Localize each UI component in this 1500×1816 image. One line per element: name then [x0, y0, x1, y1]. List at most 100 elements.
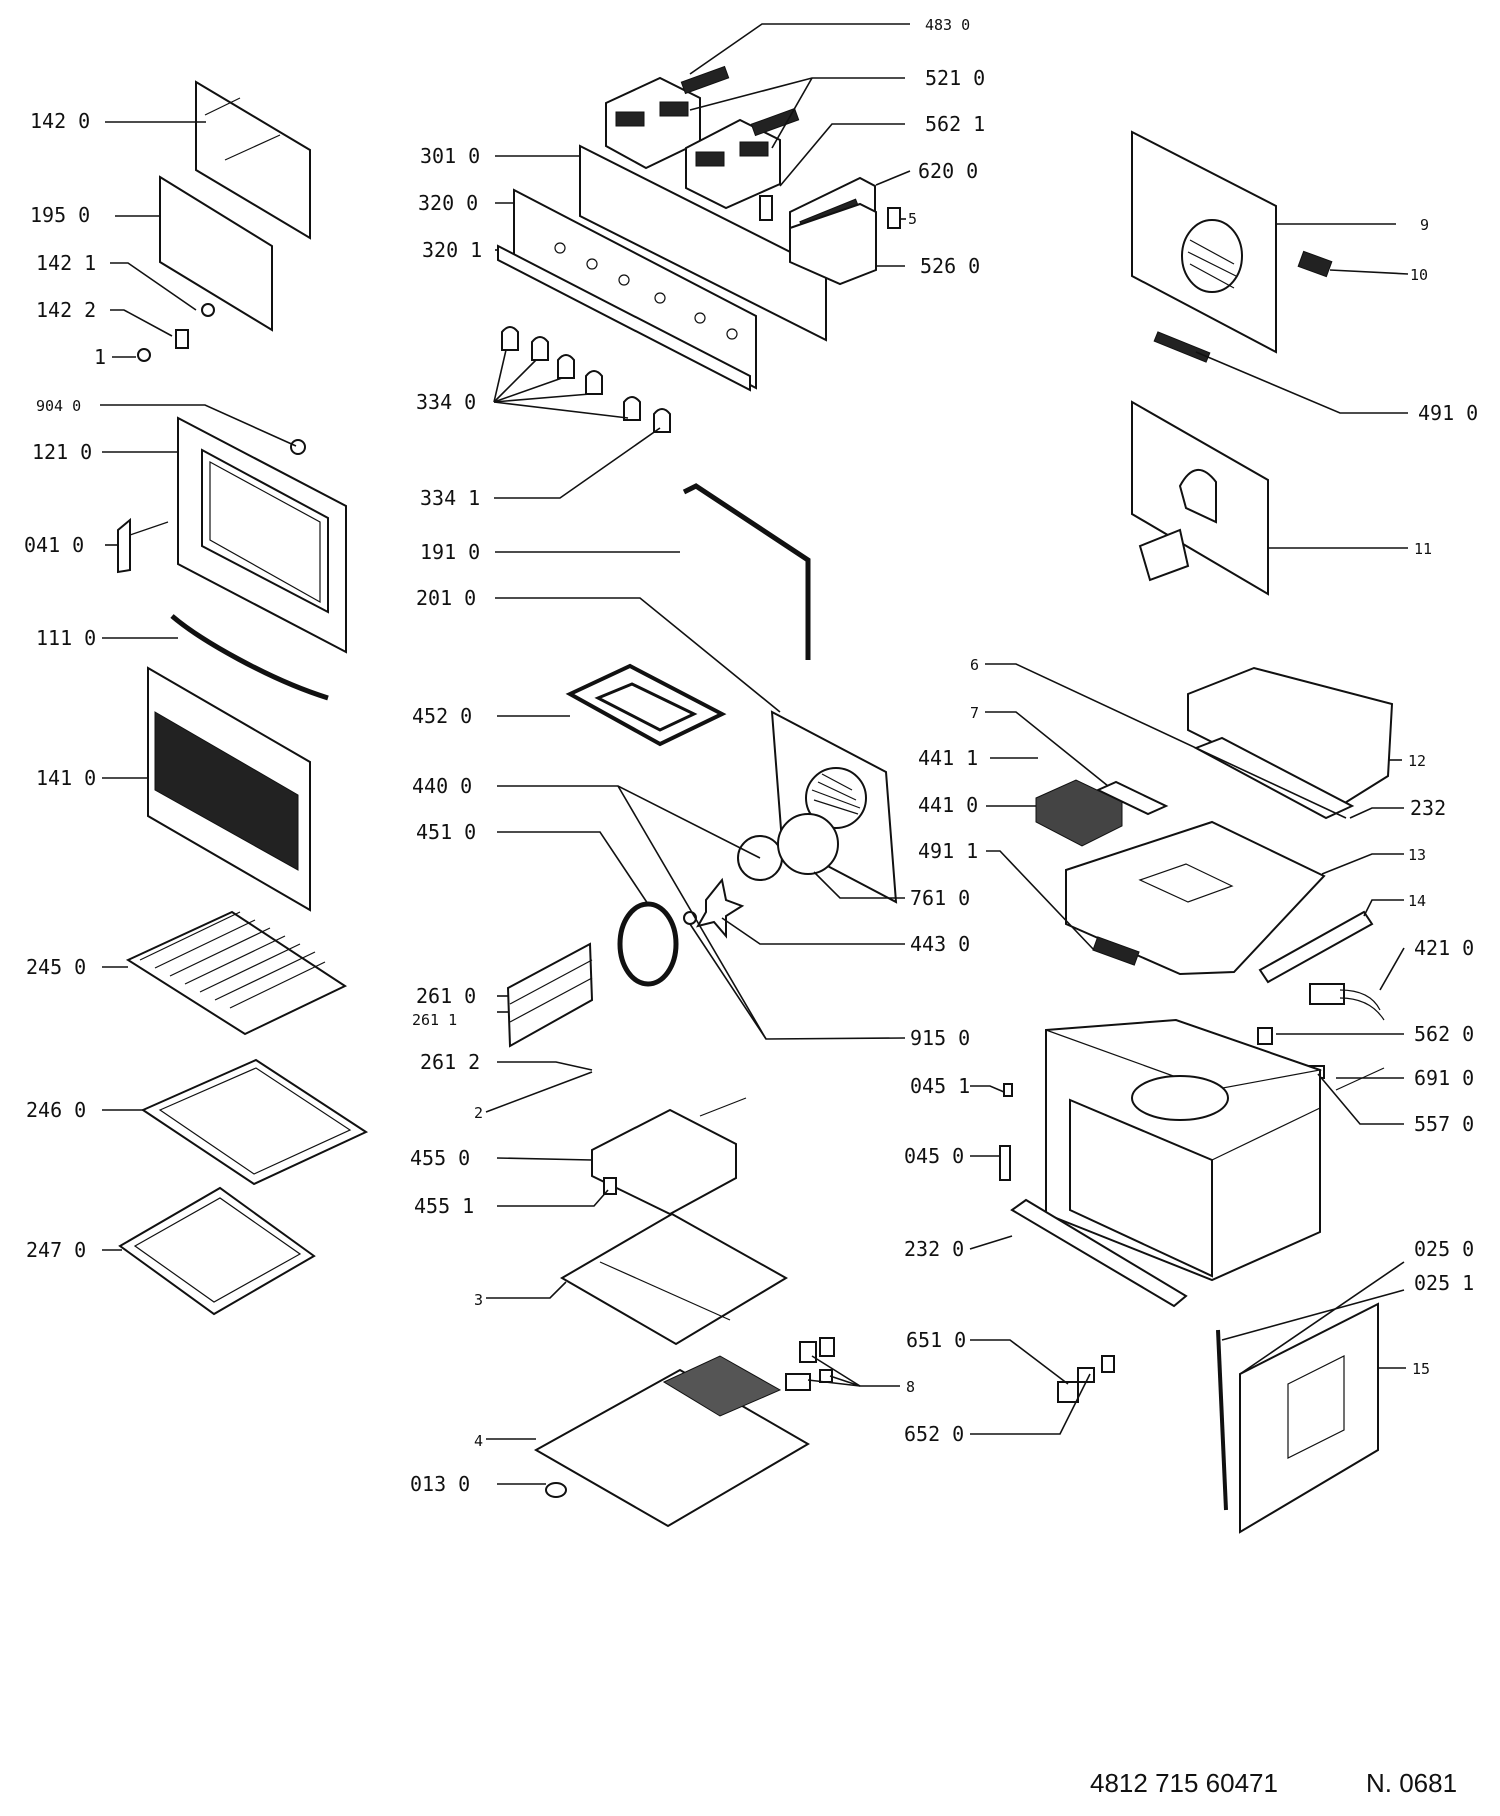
- label-320-0: 320 0: [418, 191, 478, 215]
- label-455-1: 455 1: [414, 1194, 474, 1218]
- label-761-0: 761 0: [910, 886, 970, 910]
- rear-motor-bracket: [1131, 400, 1269, 596]
- label-491-1: 491 1: [918, 839, 978, 863]
- label-025-1: 025 1: [1414, 1271, 1474, 1295]
- oven-cavity: [1045, 1018, 1323, 1282]
- control-panel-back: [579, 144, 827, 342]
- label-142-2: 142 2: [36, 298, 96, 322]
- label-045-0: 045 0: [904, 1144, 964, 1168]
- label-13: 13: [1408, 846, 1426, 864]
- hinge-brackets: [785, 1337, 835, 1391]
- side-strip: [1258, 910, 1374, 984]
- door-frame: [177, 416, 347, 654]
- oven-base: [533, 1355, 810, 1528]
- rear-connector: [1297, 250, 1333, 278]
- bottom-cover: [560, 1212, 788, 1346]
- label-562-0: 562 0: [1414, 1022, 1474, 1046]
- label-301-0: 301 0: [420, 144, 480, 168]
- label-261-0: 261 0: [416, 984, 476, 1008]
- label-247-0: 247 0: [26, 1238, 86, 1262]
- label-191-0: 191 0: [420, 540, 480, 564]
- rear-terminal-strip: [1153, 331, 1211, 363]
- label-904-0: 904 0: [36, 397, 81, 415]
- label-11: 11: [1414, 540, 1432, 558]
- label-557-0: 557 0: [1414, 1112, 1474, 1136]
- label-443-0: 443 0: [910, 932, 970, 956]
- label-201-0: 201 0: [416, 586, 476, 610]
- label-111-0: 111 0: [36, 626, 96, 650]
- top-cover: [1187, 666, 1394, 808]
- terminal-small: [1092, 936, 1140, 966]
- label-8: 8: [906, 1378, 915, 1396]
- label-245-0: 245 0: [26, 955, 86, 979]
- shelf-guides: [506, 942, 594, 1048]
- label-440-0: 440 0: [412, 774, 472, 798]
- label-320-1: 320 1: [422, 238, 482, 262]
- door-seal-gasket: [682, 483, 811, 660]
- label-441-1: 441 1: [918, 746, 978, 770]
- label-045-1: 045 1: [910, 1074, 970, 1098]
- label-651-0: 651 0: [906, 1328, 966, 1352]
- label-232-0: 232 0: [904, 1237, 964, 1261]
- cavity-side-bracket: [999, 1083, 1013, 1181]
- label-261-2: 261 2: [420, 1050, 480, 1074]
- control-panel-front: [513, 188, 757, 390]
- label-9: 9: [1420, 216, 1429, 234]
- cavity-bottom-rail: [1010, 1198, 1188, 1308]
- circular-element: [617, 901, 697, 987]
- label-15: 15: [1412, 1360, 1430, 1378]
- outer-door-panel: [147, 666, 311, 912]
- label-491-0: 491 0: [1418, 401, 1478, 425]
- inner-glass-panel: [159, 175, 273, 332]
- thermostat: [1309, 983, 1385, 1021]
- label-121-0: 121 0: [32, 440, 92, 464]
- document-number: 4812 715 60471: [1090, 1768, 1278, 1798]
- label-195-0: 195 0: [30, 203, 90, 227]
- label-142-0: 142 0: [30, 109, 90, 133]
- drip-pan: [118, 1186, 316, 1316]
- label-041-0: 041 0: [24, 533, 84, 557]
- label-526-0: 526 0: [920, 254, 980, 278]
- label-521-0: 521 0: [925, 66, 985, 90]
- side-panel: [1216, 1302, 1379, 1534]
- part-labels: 142 0 195 0 142 1 142 2 1 904 0 121 0 04…: [24, 16, 1478, 1496]
- label-7: 7: [970, 704, 979, 722]
- label-691-0: 691 0: [1414, 1066, 1474, 1090]
- label-451-0: 451 0: [416, 820, 476, 844]
- label-261-1: 261 1: [412, 1011, 457, 1029]
- label-455-0: 455 0: [410, 1146, 470, 1170]
- label-483-0: 483 0: [925, 16, 970, 34]
- control-panel-strip: [497, 244, 751, 392]
- switch-module-right: [685, 118, 781, 210]
- label-246-0: 246 0: [26, 1098, 86, 1122]
- insulation-bar: [1095, 780, 1169, 816]
- label-452-0: 452 0: [412, 704, 472, 728]
- label-334-0: 334 0: [416, 390, 476, 414]
- oven-top-plate: [1065, 820, 1326, 976]
- door-handle: [170, 614, 329, 701]
- fan-motor: [737, 813, 839, 881]
- switch-module-left: [605, 76, 701, 170]
- rear-panel: [1131, 130, 1277, 354]
- baking-tray: [140, 1058, 369, 1186]
- label-5: 5: [908, 210, 917, 228]
- label-14: 14: [1408, 892, 1426, 910]
- label-441-0: 441 0: [918, 793, 978, 817]
- control-knobs: [501, 326, 671, 433]
- lower-element: [591, 1097, 747, 1216]
- label-013-0: 013 0: [410, 1472, 470, 1496]
- grill-element: [565, 663, 727, 747]
- label-915-0: 915 0: [910, 1026, 970, 1050]
- label-141-0: 141 0: [36, 766, 96, 790]
- fan-back-panel: [770, 710, 898, 904]
- selector-contacts: [680, 65, 800, 137]
- connector-block: [789, 202, 877, 286]
- page-code: N. 0681: [1366, 1768, 1458, 1798]
- label-334-1: 334 1: [420, 486, 480, 510]
- label-3: 3: [474, 1291, 483, 1309]
- label-232: 232: [1410, 796, 1446, 820]
- label-620-0: 620 0: [918, 159, 978, 183]
- label-4: 4: [474, 1432, 483, 1450]
- fan-blade: [695, 877, 745, 939]
